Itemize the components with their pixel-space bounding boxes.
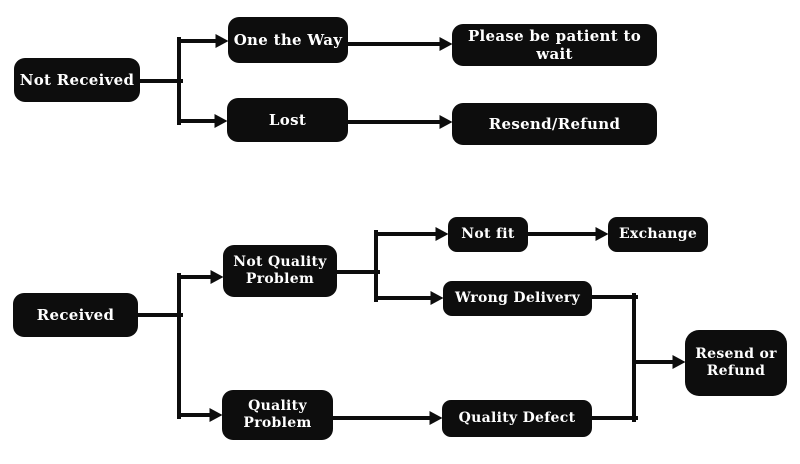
node-exchange: Exchange (608, 217, 708, 252)
node-wrong-delivery: Wrong Delivery (443, 281, 592, 316)
node-received: Received (13, 293, 138, 337)
node-resend-or-refund: Resend or Refund (685, 330, 787, 396)
node-not-received: Not Received (14, 58, 140, 102)
node-not-fit: Not fit (448, 217, 528, 252)
node-quality-problem: Quality Problem (222, 390, 333, 440)
node-please-be-patient: Please be patient to wait (452, 24, 657, 66)
node-resend-refund: Resend/Refund (452, 103, 657, 145)
node-one-the-way: One the Way (228, 17, 348, 63)
node-not-quality-problem: Not Quality Problem (223, 245, 337, 297)
node-quality-defect: Quality Defect (442, 400, 592, 437)
node-lost: Lost (227, 98, 348, 142)
